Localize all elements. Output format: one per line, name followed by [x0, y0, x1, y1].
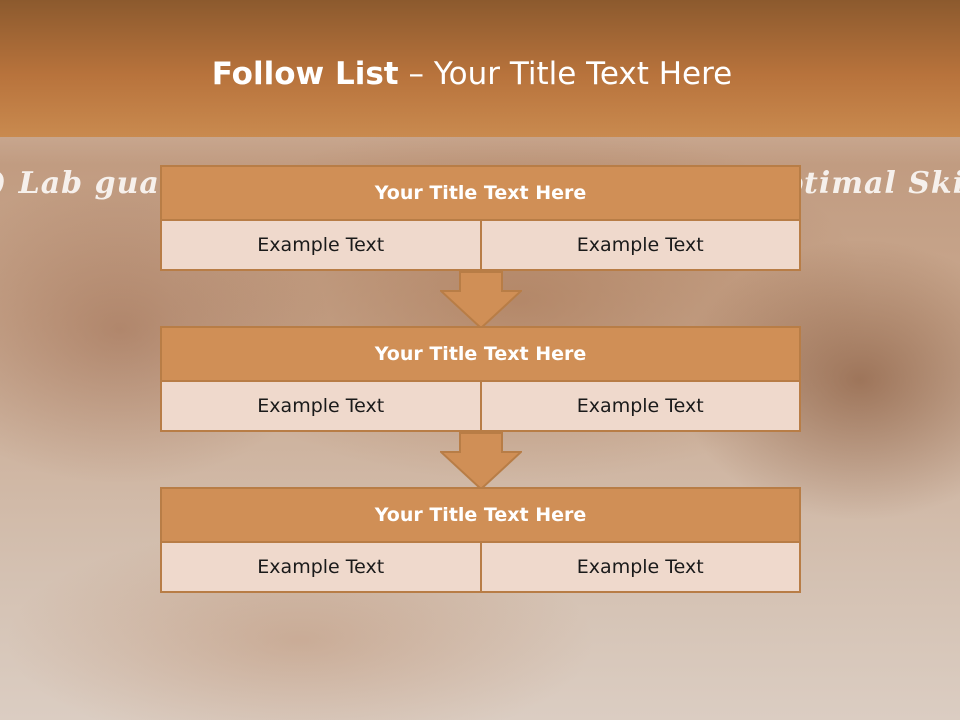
block-cell-left[interactable]: Example Text: [257, 395, 385, 417]
background-strip: [0, 137, 960, 165]
block-cell-left[interactable]: Example Text: [257, 556, 385, 578]
block-title[interactable]: Your Title Text Here: [160, 326, 801, 382]
block-cell-right[interactable]: Example Text: [479, 221, 800, 269]
down-arrow-icon: [440, 432, 522, 490]
slide-title[interactable]: Follow List – Your Title Text Here: [0, 56, 944, 92]
down-arrow-icon: [440, 271, 522, 329]
list-block-3[interactable]: Your Title Text Here Example Text Exampl…: [160, 487, 801, 593]
slide-title-bold: Follow List: [211, 56, 399, 92]
list-block-1[interactable]: Your Title Text Here Example Text Exampl…: [160, 165, 801, 271]
block-title[interactable]: Your Title Text Here: [160, 487, 801, 543]
slide-title-rest: – Your Title Text Here: [398, 56, 733, 92]
block-cell-left[interactable]: Example Text: [257, 234, 385, 256]
block-cell-right[interactable]: Example Text: [479, 543, 800, 591]
block-row: Example Text Example Text: [160, 382, 801, 432]
list-block-2[interactable]: Your Title Text Here Example Text Exampl…: [160, 326, 801, 432]
block-cell-right[interactable]: Example Text: [479, 382, 800, 430]
block-title[interactable]: Your Title Text Here: [160, 165, 801, 221]
background-slogan-left: ) Lab guar: [0, 166, 177, 201]
block-row: Example Text Example Text: [160, 543, 801, 593]
header-bar: Follow List – Your Title Text Here: [0, 0, 960, 137]
block-row: Example Text Example Text: [160, 221, 801, 271]
background-slogan-right: ptimal Ski: [782, 166, 960, 201]
